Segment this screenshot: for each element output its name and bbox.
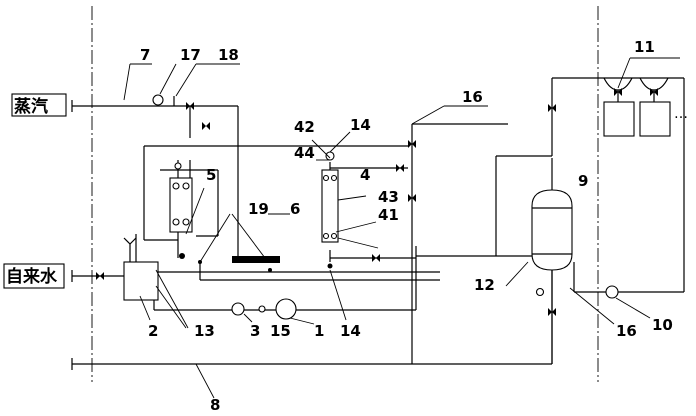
callout-16-bottom: 16 xyxy=(616,322,637,340)
callout-16-top: 16 xyxy=(462,88,483,106)
callout-2: 2 xyxy=(148,322,158,340)
pump-10 xyxy=(605,285,619,299)
tap-water-label: 自来水 xyxy=(6,266,58,287)
valve-17 xyxy=(152,94,164,106)
callout-10: 10 xyxy=(652,316,673,334)
callout-1: 1 xyxy=(314,322,324,340)
callout-11: 11 xyxy=(634,38,655,56)
callout-44: 44 xyxy=(294,144,315,162)
boundary-lines xyxy=(91,6,599,382)
steam-label: 蒸汽 xyxy=(14,96,48,117)
callout-19: 19 xyxy=(248,200,269,218)
flowmeter-3 xyxy=(231,302,245,316)
pump-15 xyxy=(275,298,297,320)
more-tanks-ellipsis: … xyxy=(674,106,688,122)
callout-15: 15 xyxy=(270,322,291,340)
text-labels: 蒸汽 自来水 7 17 18 5 19 6 42 44 14 4 43 41 1… xyxy=(3,38,688,414)
callout-18: 18 xyxy=(218,46,239,64)
callout-43: 43 xyxy=(378,188,399,206)
callout-7: 7 xyxy=(140,46,150,64)
callout-8: 8 xyxy=(210,396,220,414)
callout-12: 12 xyxy=(474,276,495,294)
callout-6: 6 xyxy=(290,200,300,218)
callout-14-bottom: 14 xyxy=(340,322,361,340)
callout-14-top: 14 xyxy=(350,116,371,134)
callout-3: 3 xyxy=(250,322,260,340)
user-tank-1 xyxy=(603,101,635,137)
heat-exchanger-4 xyxy=(321,169,339,243)
callout-4: 4 xyxy=(360,166,370,184)
callout-42: 42 xyxy=(294,118,315,136)
callout-5: 5 xyxy=(206,166,216,184)
heating-bar xyxy=(232,256,280,263)
leader-lines xyxy=(123,57,680,399)
callout-9: 9 xyxy=(578,172,588,190)
storage-vessel xyxy=(531,189,573,271)
piping xyxy=(71,77,685,370)
callout-13: 13 xyxy=(194,322,215,340)
equipment xyxy=(123,77,671,320)
callout-41: 41 xyxy=(378,206,399,224)
water-tank xyxy=(123,261,159,301)
callout-17: 17 xyxy=(180,46,201,64)
user-tank-2 xyxy=(639,101,671,137)
